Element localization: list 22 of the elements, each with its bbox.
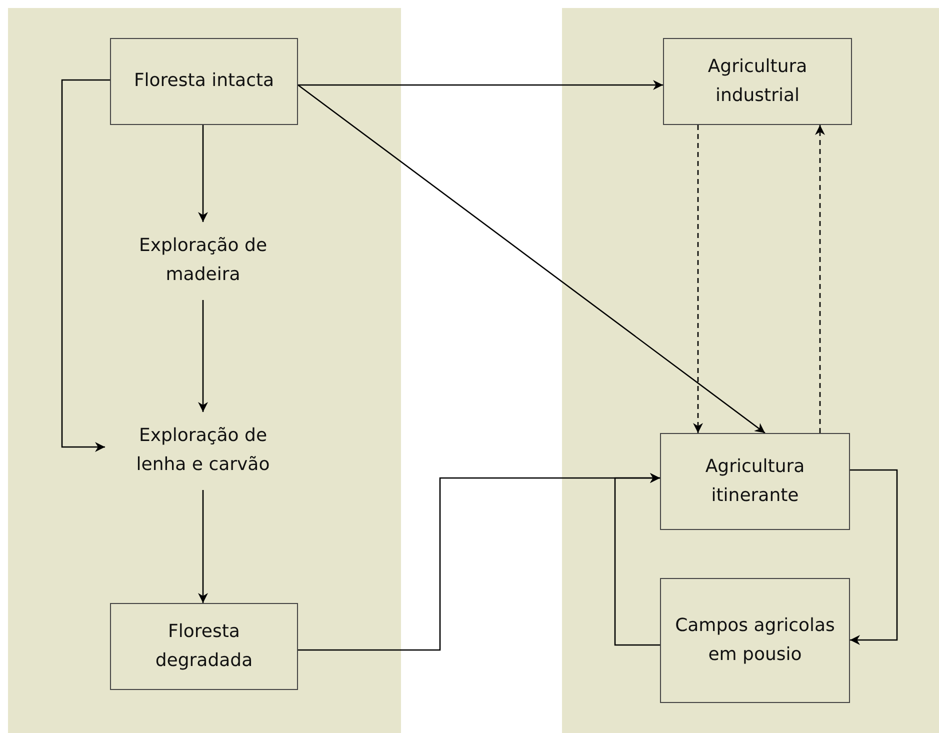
arrow (815, 125, 825, 433)
node-text: Floresta degradada (154, 620, 254, 672)
arrow (198, 300, 208, 412)
arrow (198, 125, 208, 222)
node-text: Agricultura itinerante (704, 454, 806, 508)
arrow (61, 79, 110, 452)
process-box (110, 38, 298, 125)
node-text: Exploração de lenha e carvão (135, 424, 271, 477)
node-text: Campos agricolas em pousio (674, 614, 836, 666)
process-box (110, 603, 298, 690)
arrow (614, 473, 660, 646)
arrow (298, 80, 663, 90)
process-box (663, 38, 852, 125)
arrow (850, 469, 898, 645)
process-box (660, 578, 850, 703)
arrow (693, 125, 703, 433)
node-text: Exploração de madeira (138, 234, 268, 287)
arrow (198, 490, 208, 603)
node-text: Floresta intacta (134, 69, 274, 94)
arrow (298, 84, 766, 434)
node-text: Agricultura industrial (706, 54, 808, 108)
process-box (660, 433, 850, 530)
